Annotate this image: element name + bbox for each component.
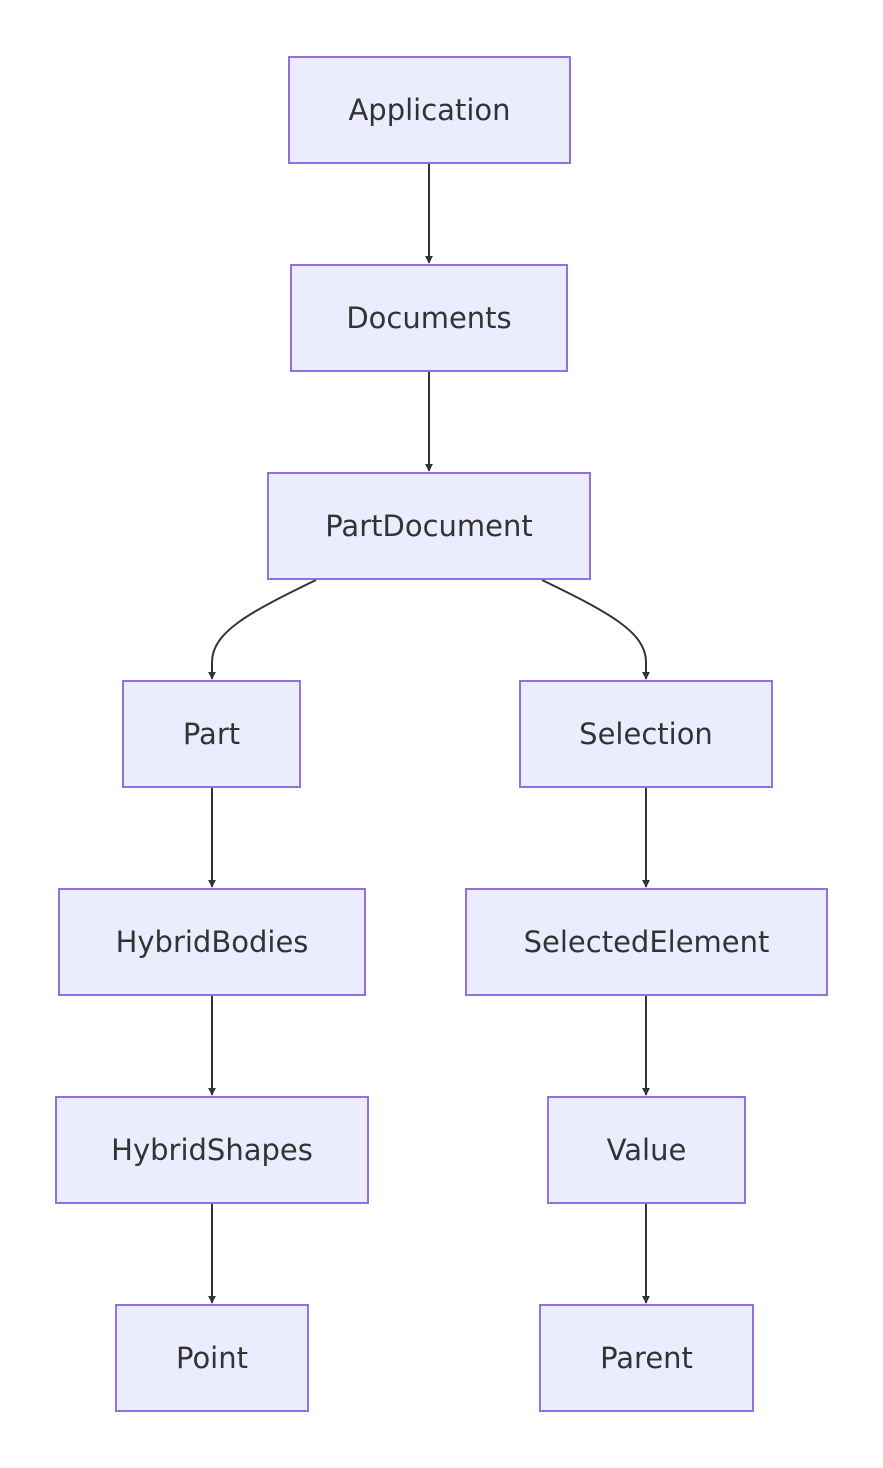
edge-partdocument-selection <box>541 579 650 680</box>
node-label: Value <box>606 1133 687 1167</box>
node-label: SelectedElement <box>523 925 770 959</box>
node-label: Documents <box>346 301 512 335</box>
node-value: Value <box>547 1096 746 1204</box>
node-label: Selection <box>579 717 713 751</box>
node-selected-element: SelectedElement <box>465 888 828 996</box>
node-label: Part <box>182 717 241 751</box>
node-hybrid-bodies: HybridBodies <box>58 888 366 996</box>
edge-partdocument-part <box>208 579 317 680</box>
node-part-document: PartDocument <box>267 472 591 580</box>
node-label: PartDocument <box>325 509 533 543</box>
node-hybrid-shapes: HybridShapes <box>55 1096 369 1204</box>
node-application: Application <box>288 56 571 164</box>
node-selection: Selection <box>519 680 773 788</box>
node-parent: Parent <box>539 1304 754 1412</box>
node-point: Point <box>115 1304 309 1412</box>
node-label: HybridShapes <box>111 1133 313 1167</box>
node-part: Part <box>122 680 301 788</box>
node-documents: Documents <box>290 264 568 372</box>
node-label: Point <box>175 1341 248 1375</box>
node-label: Parent <box>600 1341 693 1375</box>
node-label: Application <box>348 93 511 127</box>
node-label: HybridBodies <box>115 925 309 959</box>
